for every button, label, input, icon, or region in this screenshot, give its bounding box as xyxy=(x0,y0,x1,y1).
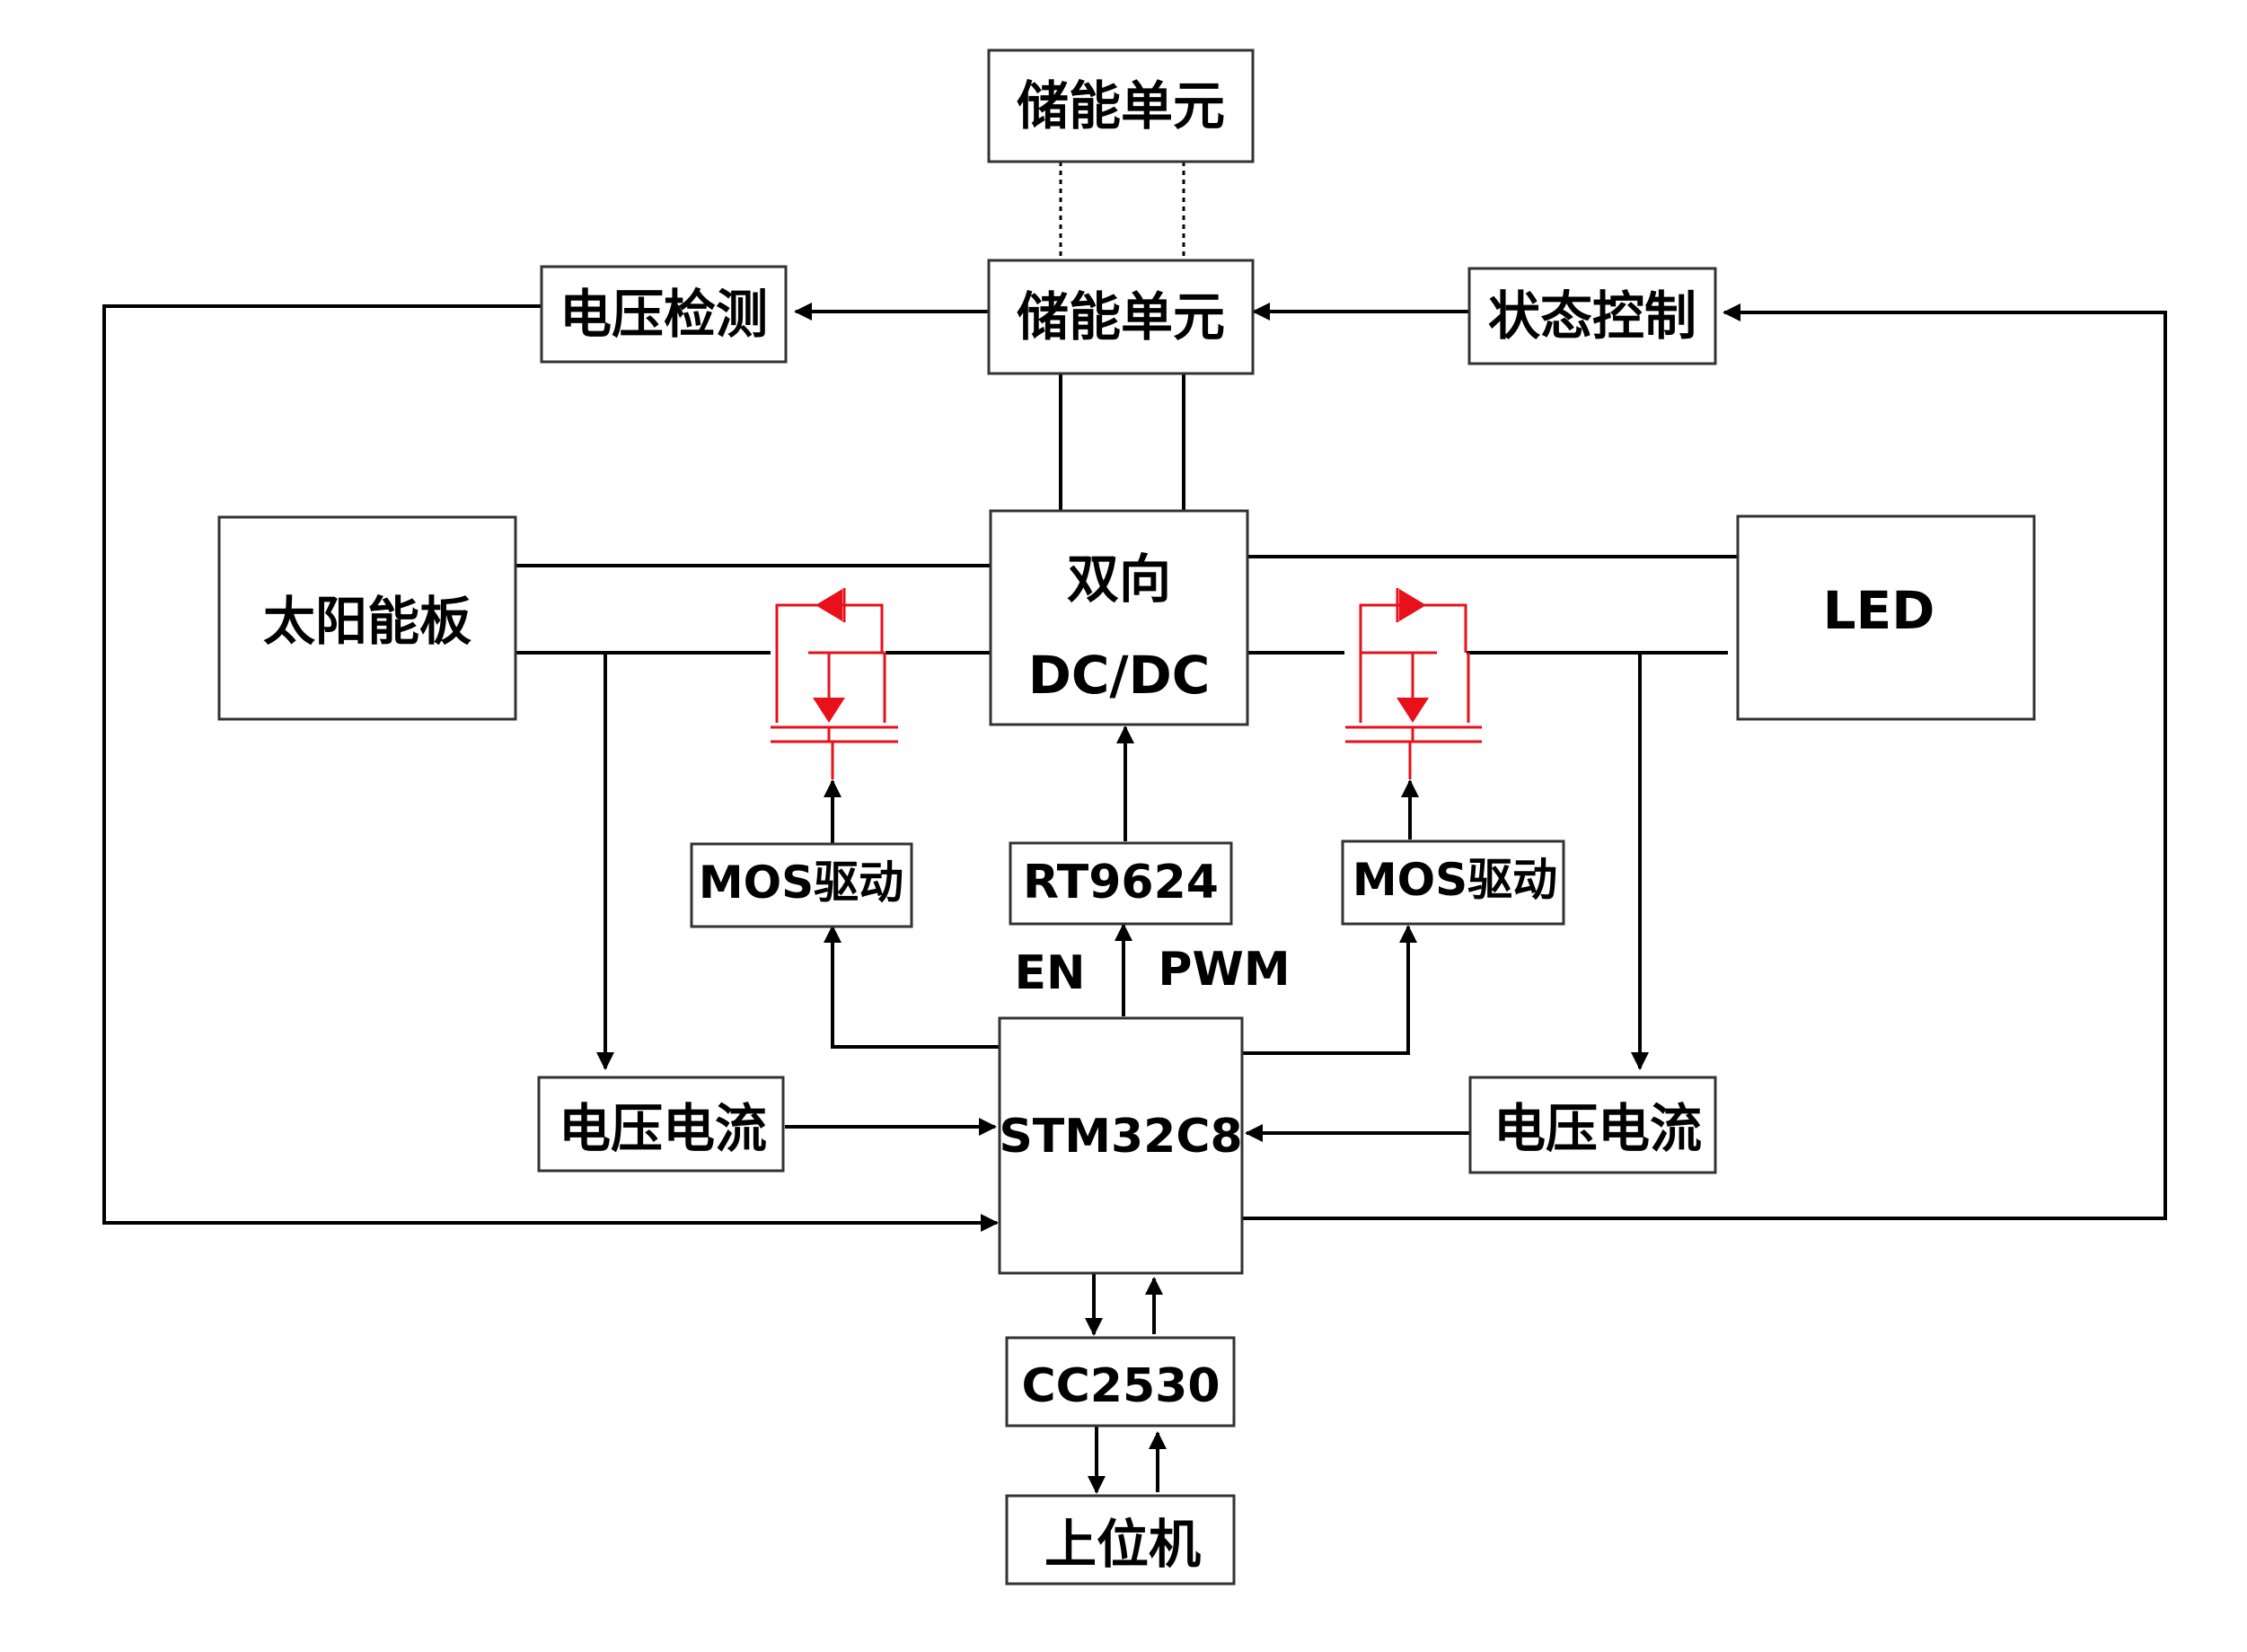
led-block: LED xyxy=(1736,514,2036,721)
mcu-to-mos-driver-left-arrow xyxy=(824,925,1000,1049)
cc2530-label: CC2530 xyxy=(1021,1359,1220,1413)
mcu-to-mos-driver-right-arrow xyxy=(1242,925,1417,1055)
mosfet-left-symbol xyxy=(771,588,898,779)
vi-right-label: 电压电流 xyxy=(1494,1098,1702,1159)
dcdc-label-line2: DC/DC xyxy=(1028,645,1211,706)
stm32-mcu-block: STM32C8 xyxy=(998,1016,1244,1275)
mos-driver-left-label: MOS驱动 xyxy=(699,857,903,909)
state-control-feedback-loop xyxy=(1242,303,2167,1220)
storage-unit-top-label: 储能单元 xyxy=(1017,75,1225,136)
solar-dcdc-bus xyxy=(515,564,991,655)
rt9624-block: RT9624 xyxy=(1009,841,1233,926)
led-label: LED xyxy=(1823,580,1935,641)
solar-panel-label: 太阳能板 xyxy=(263,591,471,652)
state-control-block: 状态控制 xyxy=(1467,267,1717,365)
storage-unit-top-block: 储能单元 xyxy=(987,48,1255,163)
voltage-detect-feedback-loop xyxy=(102,304,999,1232)
vi-left-label: 电压电流 xyxy=(559,1098,767,1159)
dcdc-led-bus xyxy=(1248,555,1738,655)
host-computer-label: 上位机 xyxy=(1044,1514,1201,1575)
solar-panel-block: 太阳能板 xyxy=(217,515,517,721)
mos-driver-right-label: MOS驱动 xyxy=(1353,854,1557,906)
vi-left-block: 电压电流 xyxy=(537,1076,785,1173)
en-signal-label: EN xyxy=(1014,946,1085,1000)
storage-unit-mid-label: 储能单元 xyxy=(1017,286,1225,347)
mcu-zigbee-link xyxy=(1085,1273,1163,1336)
bidirectional-dcdc-block: 双向 DC/DC xyxy=(989,509,1249,726)
mos-driver-left-block: MOS驱动 xyxy=(690,842,913,928)
pwm-signal-label: PWM xyxy=(1158,943,1290,997)
state-control-label: 状态控制 xyxy=(1488,286,1696,347)
mosfet-right-symbol xyxy=(1345,588,1482,779)
zigbee-host-link xyxy=(1088,1426,1167,1494)
storage-dcdc-wires xyxy=(1059,373,1185,514)
mos-driver-right-block: MOS驱动 xyxy=(1341,839,1565,926)
vi-right-block: 电压电流 xyxy=(1468,1076,1717,1174)
rt9624-label: RT9624 xyxy=(1023,856,1219,909)
storage-unit-mid-block: 储能单元 xyxy=(987,259,1255,375)
voltage-detect-block: 电压检测 xyxy=(540,265,788,364)
storage-dashed-link xyxy=(1059,162,1185,260)
dcdc-label-line1: 双向 xyxy=(1067,549,1171,610)
mcu-label: STM32C8 xyxy=(999,1110,1242,1164)
host-computer-block: 上位机 xyxy=(1005,1494,1236,1586)
cc2530-block: CC2530 xyxy=(1005,1336,1236,1428)
voltage-detect-label: 电压检测 xyxy=(560,284,768,345)
